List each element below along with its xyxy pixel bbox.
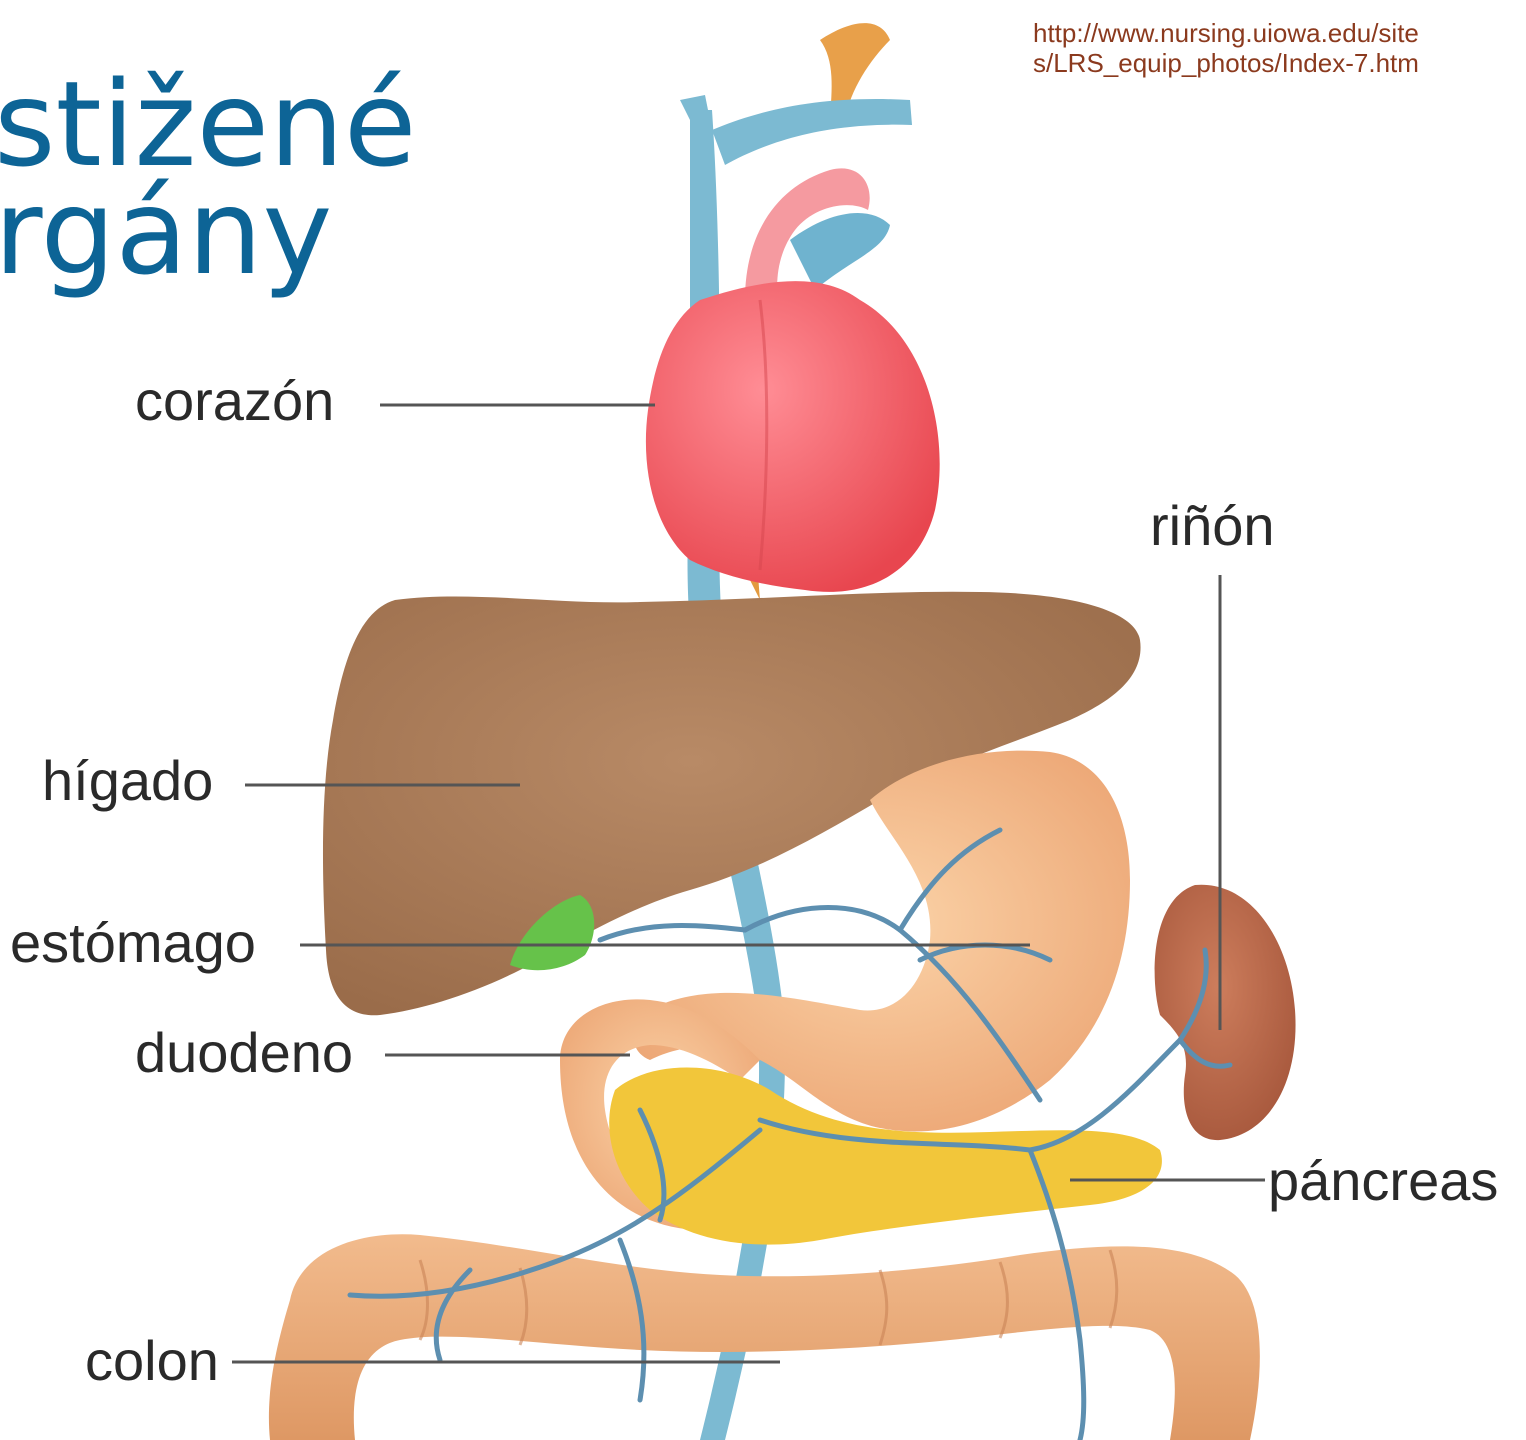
pulmonary-artery: [790, 213, 890, 290]
label-duodenum: duodeno: [135, 1021, 353, 1084]
kidney: [1155, 885, 1296, 1140]
label-colon: colon: [85, 1329, 219, 1392]
label-kidney: riñón: [1150, 494, 1275, 557]
label-stomach: estómago: [10, 911, 256, 974]
colon: [269, 1234, 1260, 1440]
subclavian-vein: [712, 99, 912, 165]
heart: [646, 281, 940, 592]
label-heart: corazón: [135, 369, 334, 432]
label-liver: hígado: [42, 749, 213, 812]
label-pancreas: páncreas: [1268, 1149, 1498, 1212]
